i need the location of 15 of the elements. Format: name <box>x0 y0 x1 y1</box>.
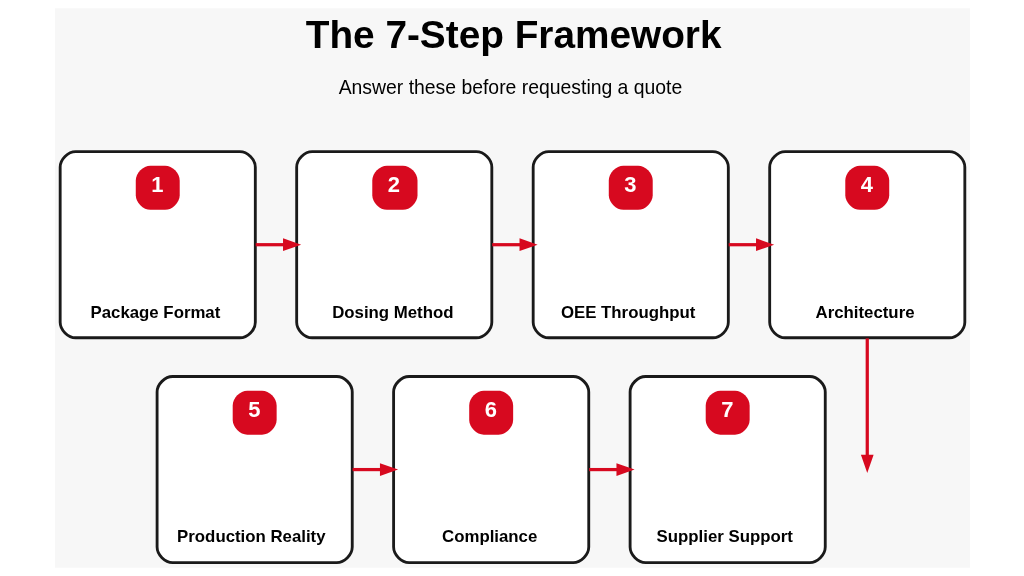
diagram-title: The 7-Step Framework <box>305 13 721 57</box>
arrow <box>491 238 538 252</box>
node-box: 7 Supplier Support <box>628 375 827 565</box>
node-box: 3 OEE Throughput <box>531 150 730 340</box>
arrow <box>728 238 774 252</box>
arrow <box>255 238 301 252</box>
node-box: 6 Compliance <box>391 375 590 565</box>
arrow <box>352 463 398 476</box>
node-box: 2 Dosing Method <box>294 150 493 340</box>
label: Answer these before requesting a quote <box>338 76 682 99</box>
arrow <box>588 463 635 476</box>
arrow <box>860 338 874 473</box>
node-box: 4 Architecture <box>767 150 966 340</box>
node-box: 1 Package Format <box>58 150 257 340</box>
node-box: 5 Production Reality <box>155 375 354 565</box>
